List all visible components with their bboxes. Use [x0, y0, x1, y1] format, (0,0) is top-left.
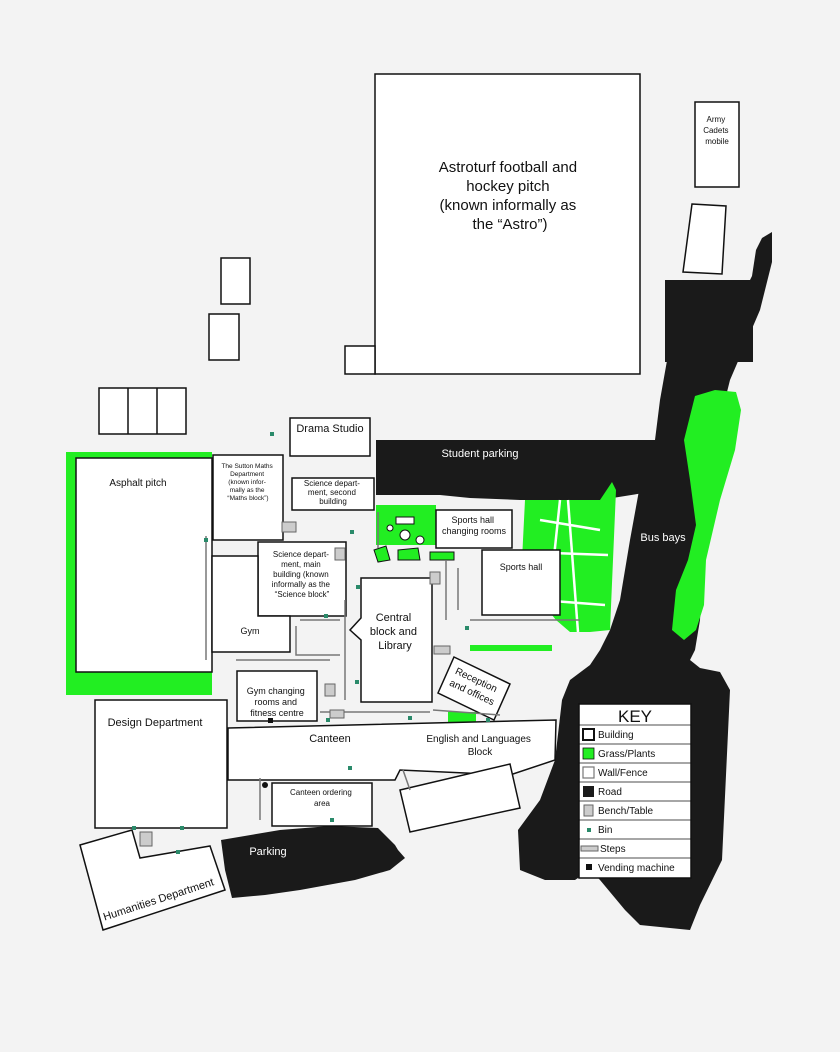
grass-patch — [448, 712, 476, 722]
bench-icon — [583, 804, 594, 817]
central-block — [348, 577, 433, 703]
asphalt-pitch-label: Asphalt pitch — [109, 478, 166, 489]
astro-corner-shed — [344, 345, 376, 375]
student-parking-label: Student parking — [441, 448, 518, 460]
astro-label: Astroturf football and hockey pitch (kno… — [439, 159, 582, 233]
vending-icon — [586, 864, 592, 870]
legend-vending-label: Vending machine — [598, 863, 675, 874]
design-department — [94, 699, 228, 829]
canteen-ordering-label: Canteen ordering area — [290, 788, 354, 808]
english-languages-block — [399, 763, 521, 833]
walls — [205, 512, 580, 820]
parking-road — [221, 826, 405, 898]
legend-wall-label: Wall/Fence — [598, 768, 648, 779]
steps-icon — [580, 845, 599, 852]
maths-block-label: The Sutton Maths Department (known infor… — [221, 463, 274, 502]
bins — [132, 432, 490, 854]
legend-title: KEY — [618, 707, 652, 726]
hut-dividers — [127, 388, 158, 434]
asphalt-pitch — [75, 457, 213, 673]
legend-bin-label: Bin — [598, 825, 612, 836]
canteen-ordering-area — [271, 782, 373, 827]
science-second-building — [291, 477, 375, 511]
legend-rows — [579, 724, 691, 859]
design-department-label: Design Department — [108, 717, 203, 729]
gym-changing-rooms — [236, 670, 318, 722]
bus-bays-label: Bus bays — [640, 532, 686, 544]
astro-pitch-outline — [374, 73, 641, 375]
vending-machines — [262, 718, 273, 788]
sports-changing-label: Sports hall changing rooms — [442, 515, 507, 536]
english-block-label: English and Languages Block — [426, 734, 533, 758]
small-building — [220, 257, 251, 305]
small-building — [208, 313, 240, 361]
science-main-label: Science depart- ment, main building (kno… — [272, 550, 332, 599]
gym-label: Gym — [241, 626, 260, 636]
buildings — [75, 73, 740, 931]
legend-grass-label: Grass/Plants — [598, 749, 655, 760]
army-cadets-label: Army Cadets mobile — [703, 115, 731, 146]
gym-changing-label: Gym changing rooms and fitness centre — [247, 686, 308, 718]
gym — [211, 555, 291, 653]
building-icon — [582, 728, 595, 741]
parking-label: Parking — [249, 846, 286, 858]
road-icon — [583, 786, 594, 797]
sports-hall-label: Sports hall — [500, 562, 543, 572]
canteen-label: Canteen — [309, 733, 351, 745]
drama-studio — [289, 417, 371, 457]
legend: KEY Building Grass/Plants Wall/Fence Roa… — [578, 703, 692, 879]
mobile-building — [682, 203, 727, 275]
bin-icon — [587, 828, 591, 832]
triple-hut — [98, 387, 187, 435]
science-second-label: Science depart- ment, second building — [304, 479, 362, 506]
student-parking-road — [376, 440, 665, 500]
legend-bench-label: Bench/Table — [598, 806, 653, 817]
reception — [437, 655, 511, 722]
drama-studio-label: Drama Studio — [296, 423, 363, 435]
army-cadets-mobile — [694, 101, 740, 188]
legend-road-label: Road — [598, 787, 622, 798]
grass-patch — [470, 645, 552, 651]
legend-steps-label: Steps — [600, 844, 626, 855]
grass-icon — [582, 747, 595, 760]
sports-changing-rooms — [435, 509, 513, 549]
courtyard-plants — [373, 545, 455, 563]
bus-bay-grass-strip — [672, 390, 741, 640]
steps — [139, 521, 451, 847]
central-block-label: Central block and Library — [370, 612, 420, 652]
bus-bay-top-block — [665, 280, 753, 362]
canteen — [227, 719, 557, 781]
courtyard-details — [386, 516, 425, 545]
sports-hall — [481, 549, 561, 616]
wall-icon — [582, 766, 595, 779]
maths-block — [212, 454, 284, 541]
legend-building-label: Building — [598, 730, 634, 741]
